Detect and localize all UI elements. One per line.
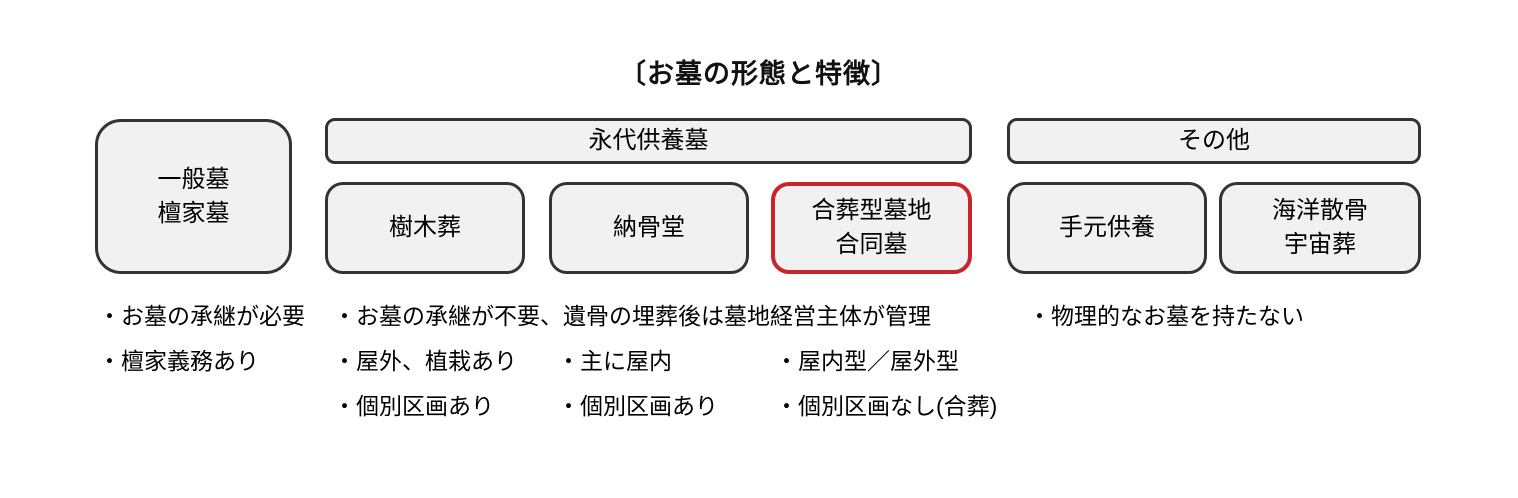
box-tree-burial: 樹木葬 [325, 182, 525, 274]
box-communal-grave-highlighted: 合葬型墓地 合同墓 [771, 182, 972, 274]
header-perpetual-memorial: 永代供養墓 [325, 118, 972, 164]
box-sea-space-burial: 海洋散骨 宇宙葬 [1219, 182, 1421, 274]
note-charnel-indoor: ・主に屋内 [557, 348, 672, 374]
note-tree-outdoor: ・屋外、植栽あり [333, 348, 517, 374]
note-communal-no-individual-plot: ・個別区画なし(合葬) [775, 393, 998, 419]
note-communal-indoor-outdoor: ・屋内型／屋外型 [775, 348, 959, 374]
note-tree-individual-plot: ・個別区画あり [333, 393, 494, 419]
box-charnel-house: 納骨堂 [549, 182, 749, 274]
diagram-title: 〔お墓の形態と特徴〕 [619, 59, 899, 89]
note-general-succession: ・お墓の承継が必要 [98, 303, 305, 329]
note-other-no-physical-grave: ・物理的なお墓を持たない [1028, 303, 1304, 329]
note-general-danka-duty: ・檀家義務あり [98, 348, 259, 374]
box-general-grave: 一般墓 檀家墓 [95, 119, 292, 274]
note-charnel-individual-plot: ・個別区画あり [557, 393, 718, 419]
box-home-memorial: 手元供養 [1007, 182, 1207, 274]
note-eitai-shared: ・お墓の承継が不要、遺骨の埋葬後は墓地経営主体が管理 [333, 303, 931, 329]
header-others: その他 [1007, 118, 1421, 164]
